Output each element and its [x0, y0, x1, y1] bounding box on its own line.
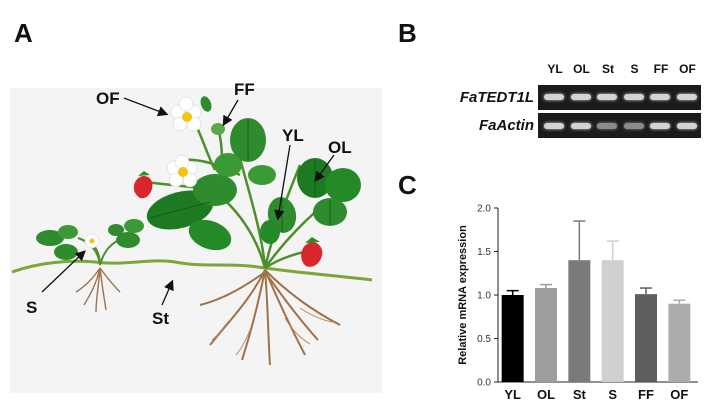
- bar-s: [601, 260, 624, 382]
- bar-ol: [535, 288, 557, 382]
- panel-c-letter: C: [398, 170, 417, 200]
- open-flower-middle: [166, 154, 198, 188]
- y-tick-label: 1.5: [477, 247, 491, 258]
- flower-bud: [200, 96, 225, 135]
- strawberry-left: [133, 171, 153, 199]
- gel-lane-label: OL: [573, 62, 590, 76]
- gel-label-gene-1: FaTEDT1L: [459, 89, 534, 106]
- y-tick-label: 1.0: [477, 291, 491, 302]
- stolon: [11, 259, 373, 282]
- panel-a-letter: A: [14, 18, 33, 48]
- gel-lane-label: FF: [653, 62, 669, 76]
- x-tick-label: OF: [670, 387, 688, 402]
- y-tick-label: 0.5: [477, 334, 491, 345]
- x-tick-label: St: [573, 387, 587, 402]
- gel-band: [570, 94, 591, 100]
- label-arrows: [41, 97, 335, 306]
- bar-yl: [501, 295, 524, 382]
- label-ol: OL: [328, 138, 352, 157]
- arrow-st: [161, 279, 174, 306]
- gel-band: [650, 94, 670, 100]
- arrow-yl: [274, 144, 291, 221]
- panel-b-letter: B: [398, 18, 417, 48]
- gel-band: [623, 123, 644, 129]
- bar-st: [568, 260, 591, 382]
- label-st: St: [152, 309, 169, 328]
- x-tick-label: S: [608, 387, 617, 402]
- small-plant-roots: [75, 267, 121, 313]
- arrow-ol: [314, 154, 335, 183]
- label-s: S: [26, 298, 37, 317]
- gel-band: [676, 123, 697, 129]
- gel-strip-gene-2: [538, 113, 701, 138]
- gel-band: [544, 123, 564, 129]
- gel-band: [597, 123, 617, 129]
- small-plant: [36, 219, 144, 266]
- gel-label-gene-2: FaActin: [478, 117, 534, 134]
- label-yl: YL: [282, 126, 304, 145]
- gel-lane-label: S: [630, 62, 639, 76]
- strawberry-plant-illustration: OF FF YL OL S St: [11, 80, 373, 366]
- label-of: OF: [96, 89, 120, 108]
- x-tick-label: YL: [504, 387, 521, 402]
- y-tick-label: 2.0: [477, 204, 491, 215]
- label-ff: FF: [234, 80, 255, 99]
- x-tick-label: OL: [537, 387, 555, 402]
- gel-band: [570, 123, 591, 129]
- arrow-of: [123, 97, 169, 117]
- large-plant-root-hairs: [211, 307, 333, 356]
- y-tick-label: 0.0: [477, 378, 491, 389]
- gel-band: [597, 94, 617, 100]
- large-plant-roots: [199, 269, 341, 366]
- open-flower-top: [170, 96, 202, 132]
- gel-lane-label: OF: [679, 62, 696, 76]
- bar-ff: [635, 294, 657, 382]
- gel-band: [650, 123, 670, 129]
- arrow-s: [41, 250, 86, 293]
- y-axis-label: Relative mRNA expression: [457, 225, 469, 365]
- gel-lane-label: YL: [547, 62, 563, 76]
- gel-lane-label: St: [602, 62, 614, 76]
- gel-band: [623, 94, 644, 100]
- arrow-ff: [222, 99, 239, 127]
- gel-band: [544, 94, 564, 100]
- gel-strip-gene-1: [538, 85, 701, 110]
- x-tick-label: FF: [638, 387, 654, 402]
- strawberry-right: [301, 237, 323, 267]
- bar-of: [668, 303, 691, 382]
- gel-band: [676, 94, 697, 100]
